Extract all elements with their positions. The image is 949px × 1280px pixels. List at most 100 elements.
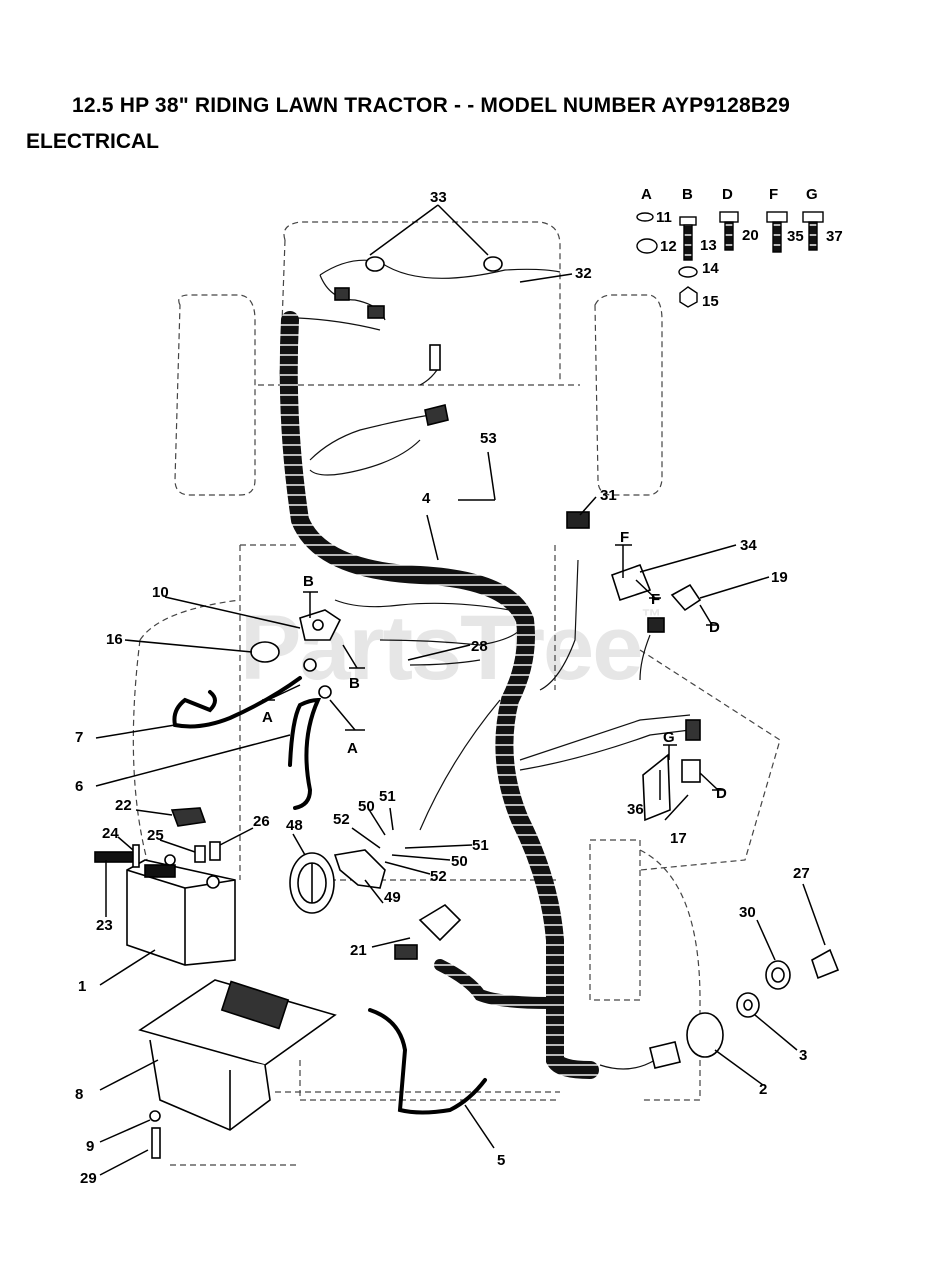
part-26 (209, 841, 221, 861)
hardware-key-letters: A B D F G (641, 186, 818, 203)
connector-plug (429, 344, 441, 371)
horn-bracket (333, 849, 386, 889)
washer-14 (678, 266, 698, 278)
bolt-20 (724, 221, 734, 251)
key-27 (811, 948, 840, 980)
callout-52-upper: 52 (333, 811, 350, 828)
connection-letters: B B A A F F D G D (262, 529, 727, 802)
bolt-23 (94, 851, 136, 863)
callout-3: 3 (799, 1047, 807, 1064)
conn-F-top: F (620, 529, 629, 546)
relay-17 (681, 759, 701, 783)
callout-13: 13 (700, 237, 717, 254)
hardware-legend (636, 211, 824, 308)
part-24 (132, 844, 140, 868)
callout-21: 21 (350, 942, 367, 959)
callout-48: 48 (286, 817, 303, 834)
switch-19 (670, 583, 702, 612)
conn-B-lower: B (349, 675, 360, 692)
key-letter-D: D (722, 186, 733, 203)
bracket-36 (642, 753, 671, 822)
starter-solenoid (299, 609, 342, 699)
callout-50-upper: 50 (358, 798, 375, 815)
key-letter-A: A (641, 186, 652, 203)
solenoid-21 (418, 903, 462, 942)
pad-22 (170, 807, 207, 827)
key-letter-F: F (769, 186, 778, 203)
callout-28: 28 (471, 638, 488, 655)
callout-25: 25 (147, 827, 164, 844)
key-letter-B: B (682, 186, 693, 203)
callout-32: 32 (575, 265, 592, 282)
callout-2: 2 (759, 1081, 767, 1098)
callout-4: 4 (422, 490, 431, 507)
callout-24: 24 (102, 825, 119, 842)
switch-31 (566, 511, 590, 529)
tractor-frame-outline (132, 221, 781, 1166)
bolt-37 (808, 221, 818, 251)
part-callouts: 1 2 3 4 5 6 7 8 9 10 11 12 13 14 15 16 1… (75, 189, 843, 1187)
lockwasher-11 (636, 212, 654, 222)
horn (289, 852, 335, 914)
callout-12: 12 (660, 238, 677, 255)
part-25 (194, 845, 206, 863)
callout-33: 33 (430, 189, 447, 206)
grommet-9 (149, 1110, 161, 1122)
callout-17: 17 (670, 830, 687, 847)
callout-51-upper: 51 (379, 788, 396, 805)
callout-30: 30 (739, 904, 756, 921)
key-letter-G: G (806, 186, 818, 203)
wire-harness-loom (279, 311, 599, 1079)
bracket-34 (611, 563, 652, 602)
part-16-cap (250, 641, 280, 663)
callout-29: 29 (80, 1170, 97, 1187)
bolt-35 (772, 221, 782, 253)
leader-lines (95, 204, 826, 1176)
callout-52-lower: 52 (430, 868, 447, 885)
cable-6 (288, 697, 322, 810)
callout-14: 14 (702, 260, 719, 277)
conn-G: G (663, 729, 675, 746)
callout-50-lower: 50 (451, 853, 468, 870)
conn-D-switch: D (709, 619, 720, 636)
callout-37: 37 (826, 228, 843, 245)
cable-7 (172, 676, 302, 729)
callout-49: 49 (384, 889, 401, 906)
callout-31: 31 (600, 487, 617, 504)
callout-34: 34 (740, 537, 757, 554)
section-title: ELECTRICAL (26, 130, 159, 153)
callout-9: 9 (86, 1138, 94, 1155)
tube-29 (151, 1127, 161, 1159)
conn-F-lower: F (651, 591, 660, 608)
callout-1: 1 (78, 978, 86, 995)
callout-36: 36 (627, 801, 644, 818)
callout-23: 23 (96, 917, 113, 934)
callout-27: 27 (793, 865, 810, 882)
washer-12 (636, 238, 658, 254)
headlight-33-left (365, 256, 385, 272)
headlight-33-right (483, 256, 503, 272)
conn-B-top: B (303, 573, 314, 590)
callout-22: 22 (115, 797, 132, 814)
cable-5 (368, 1008, 487, 1115)
callout-51-lower: 51 (472, 837, 489, 854)
nut-15 (679, 286, 698, 308)
thin-wiring (297, 259, 691, 1070)
callout-26: 26 (253, 813, 270, 830)
battery (126, 854, 236, 966)
components (94, 256, 840, 1159)
callout-10: 10 (152, 584, 169, 601)
callout-11: 11 (656, 209, 672, 226)
callout-15: 15 (702, 293, 719, 310)
callout-5: 5 (497, 1152, 505, 1169)
battery-tray (138, 979, 337, 1131)
callout-16: 16 (106, 631, 123, 648)
callout-35: 35 (787, 228, 804, 245)
callout-8: 8 (75, 1086, 83, 1103)
ignition-switch-2 (686, 1012, 724, 1058)
conn-A-left: A (262, 709, 273, 726)
bolt-13 (683, 224, 693, 261)
callout-7: 7 (75, 729, 83, 746)
conn-A-right: A (347, 740, 358, 757)
